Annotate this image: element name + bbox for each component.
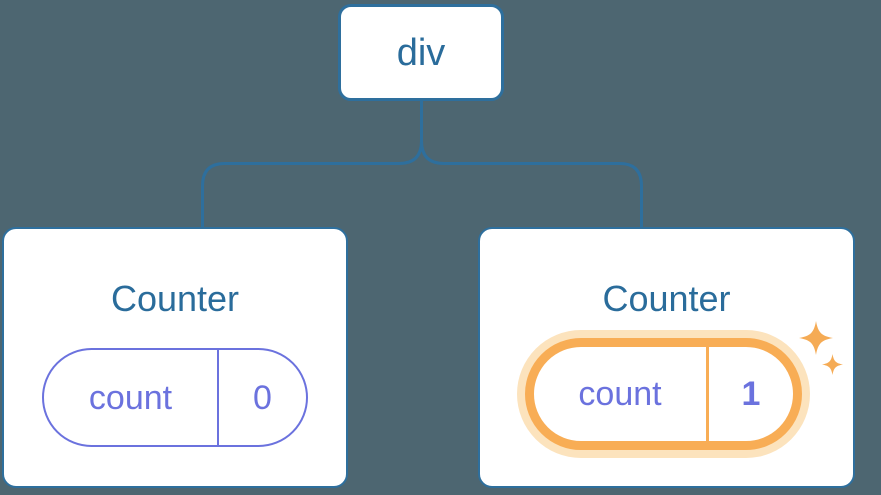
counter-title: Counter xyxy=(110,278,240,319)
counter-card-right: Counter count 1 xyxy=(478,227,855,488)
state-value: 1 xyxy=(741,375,761,413)
state-value: 0 xyxy=(253,378,272,417)
sparkle-icon xyxy=(799,321,833,355)
pill-divider xyxy=(706,347,709,441)
state-pill-highlighted: count 1 xyxy=(525,338,802,450)
connector-root-to-right-child xyxy=(420,100,643,228)
counter-card-left: Counter count 0 xyxy=(2,227,348,488)
root-node-label: div xyxy=(396,31,446,74)
root-node: div xyxy=(338,4,504,101)
counter-title: Counter xyxy=(602,278,731,319)
connector-root-to-left-child xyxy=(201,100,423,228)
pill-divider xyxy=(217,350,219,445)
state-key-label: count xyxy=(88,378,173,417)
sparkle-icon xyxy=(822,354,843,375)
state-key-label: count xyxy=(578,375,662,413)
state-pill: count 0 xyxy=(42,348,308,447)
